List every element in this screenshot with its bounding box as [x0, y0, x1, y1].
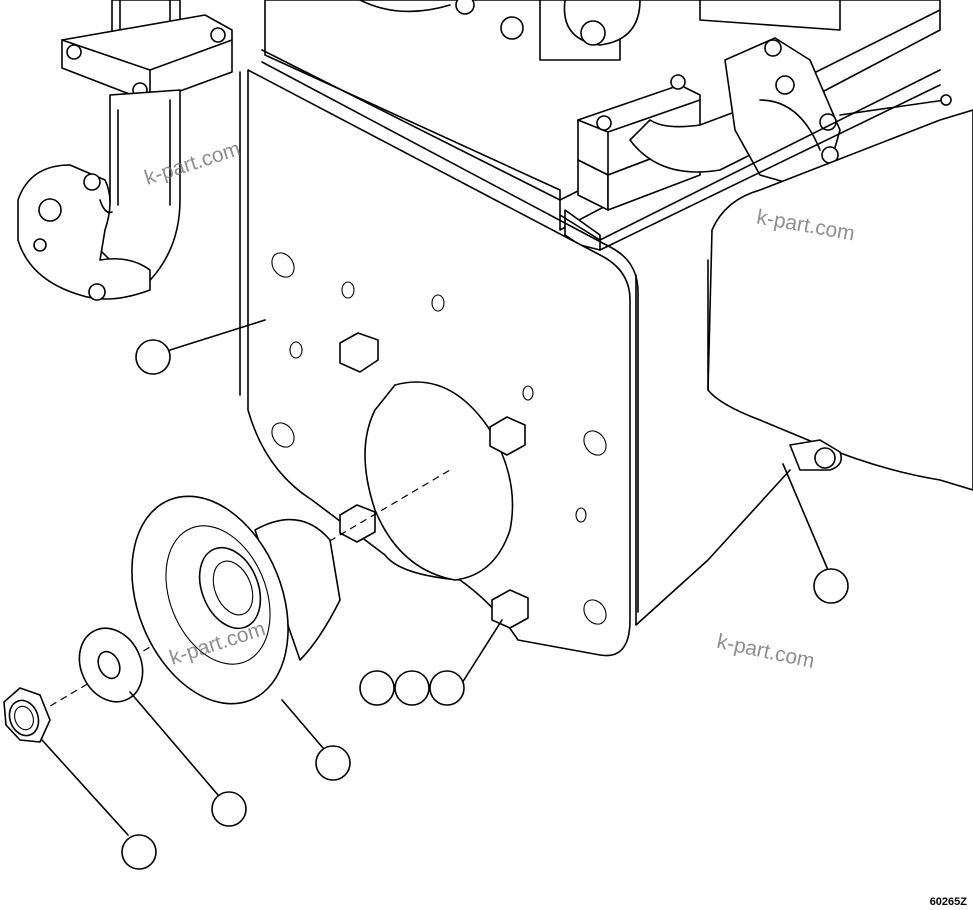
callout-hub-flange	[315, 745, 351, 781]
upper-left-pipe	[17, 0, 233, 301]
callout-lower-bolt	[813, 568, 849, 604]
assembly-axis	[39, 469, 451, 713]
right-housing	[635, 109, 973, 626]
drawing-code: 60265Z	[929, 896, 967, 908]
hex-nut	[3, 687, 51, 743]
callout-washer	[211, 791, 247, 827]
callout-hex-nut	[121, 834, 157, 870]
top-center-assembly	[261, 0, 952, 251]
hub-flange	[131, 495, 341, 705]
washer	[78, 627, 144, 703]
callout-bolt-group-1	[359, 670, 395, 706]
leader-lines	[41, 319, 829, 836]
callout-mounting-plate	[135, 339, 171, 375]
callout-bolt-group-3	[429, 670, 465, 706]
mounting-plate	[239, 61, 639, 657]
callout-bolt-group-2	[394, 670, 430, 706]
